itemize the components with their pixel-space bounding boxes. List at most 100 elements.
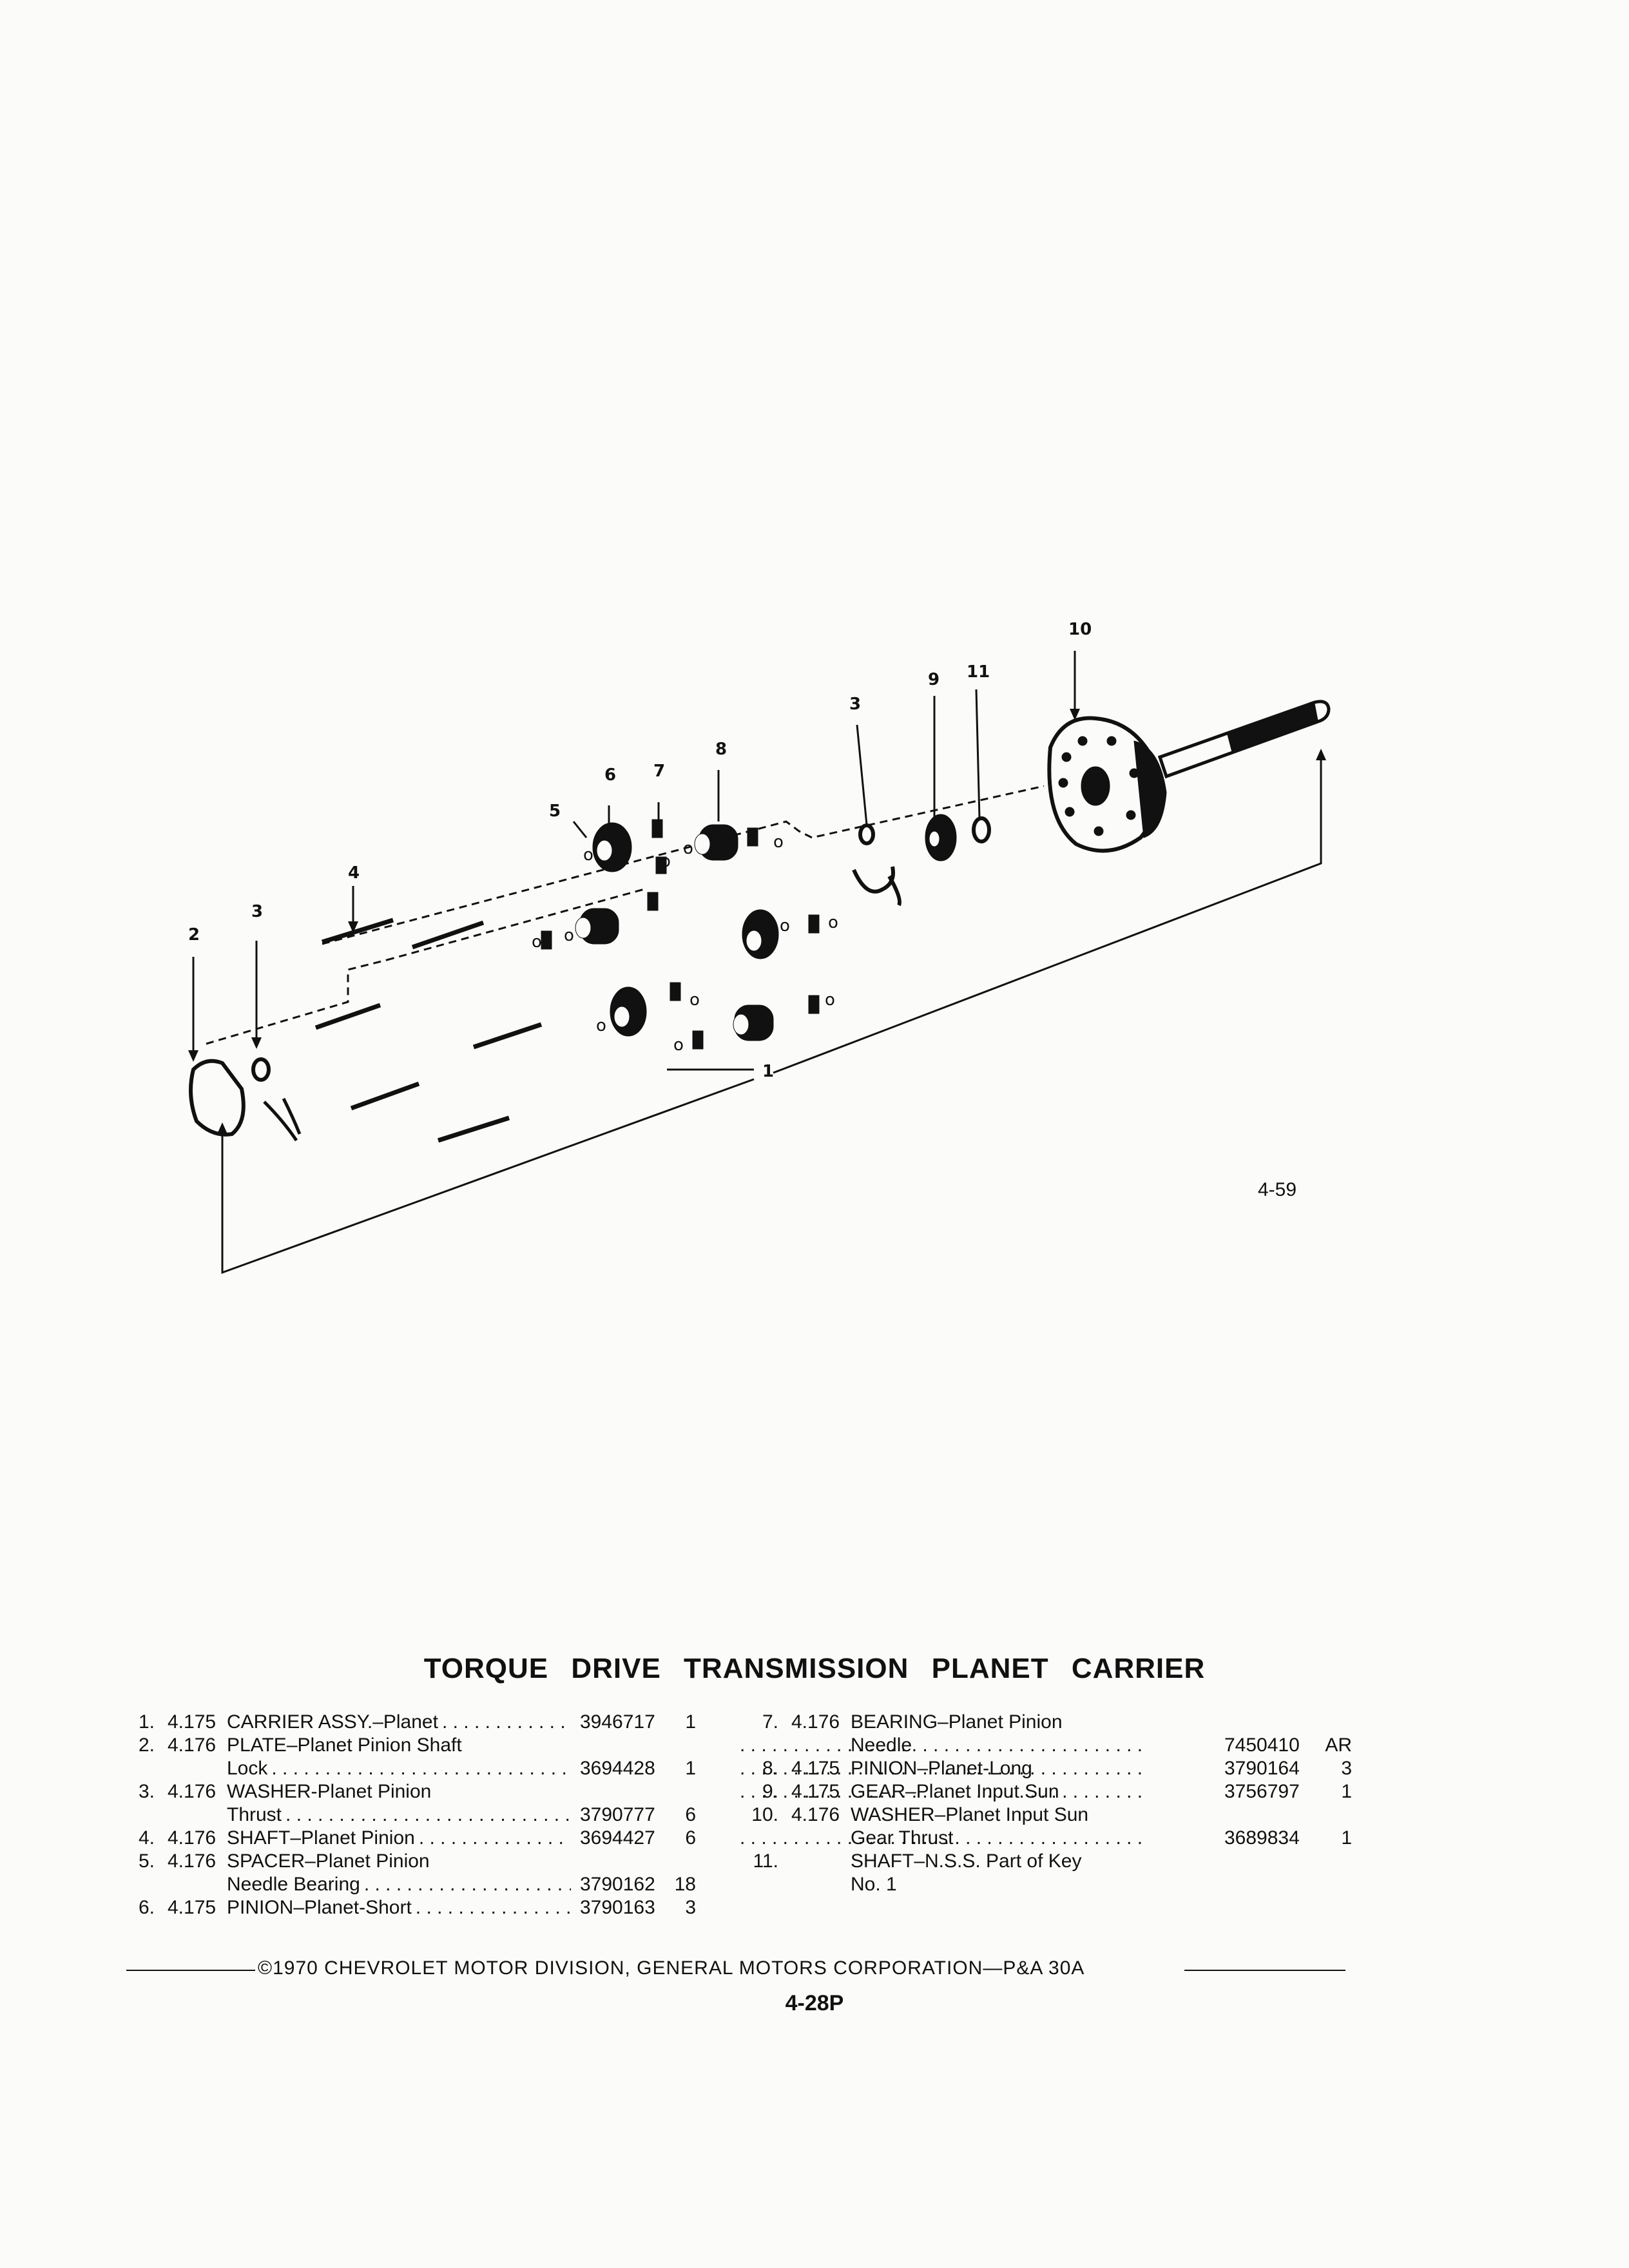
dot-leader: . . . . . . . . . . . . . . . . . . . . … — [441, 1711, 571, 1733]
dot-leader: . . . . . . . . . . . . . . . . . . . . … — [740, 1735, 1143, 1756]
dot-leader: . . . . . . . . . . . . . . . . . . . . … — [740, 1827, 1143, 1849]
part-number: 3790777 — [580, 1804, 655, 1825]
planet-input-sun-gear — [925, 814, 957, 861]
part-description: PINION–Planet-Long — [851, 1758, 1032, 1779]
part-description: Needle — [851, 1735, 912, 1756]
svg-text:o: o — [780, 916, 790, 936]
part-description: CARRIER ASSY.–Planet — [227, 1711, 438, 1733]
callout-10: 11 — [967, 662, 990, 682]
dot-leader: . . . . . . . . . . . . . . . . . . . . … — [363, 1874, 571, 1895]
quantity: 1 — [685, 1711, 696, 1733]
copyright-notice: ©1970 CHEVROLET MOTOR DIVISION, GENERAL … — [258, 1957, 1085, 1979]
planet-carrier-hub — [1047, 716, 1167, 853]
callout-1: 1 — [762, 1062, 775, 1081]
group-number: 4.176 — [168, 1827, 217, 1849]
part-number: 3694427 — [580, 1827, 655, 1849]
item-number: 1. — [138, 1711, 155, 1733]
group-number: 4.175 — [791, 1781, 840, 1802]
part-number: 3694428 — [580, 1758, 655, 1779]
part-description: PINION–Planet-Short — [227, 1897, 412, 1918]
part-description: SPACER–Planet Pinion — [227, 1850, 430, 1872]
footer-rule-right — [1184, 1970, 1345, 1971]
long-pinion-lower — [733, 1004, 774, 1041]
svg-text:o: o — [532, 932, 542, 952]
quantity: 6 — [685, 1827, 696, 1849]
part-number: 3756797 — [1224, 1781, 1300, 1802]
part-description: SHAFT–Planet Pinion — [227, 1827, 415, 1849]
footer-rule-left — [126, 1970, 255, 1971]
item-number: 8. — [762, 1758, 778, 1779]
part-number: 3790163 — [580, 1897, 655, 1918]
svg-text:o: o — [596, 1016, 606, 1035]
item-number: 9. — [762, 1781, 778, 1802]
item-number: 5. — [138, 1850, 155, 1872]
short-pinion-lower — [610, 986, 647, 1037]
svg-text:o: o — [683, 839, 693, 858]
part-number: 3689834 — [1224, 1827, 1300, 1849]
quantity: 6 — [685, 1804, 696, 1825]
input-sun-thrust-washer — [972, 816, 991, 843]
callout-3-right: 3 — [849, 695, 862, 714]
axis-line-lower — [206, 959, 387, 1045]
callout-6: 6 — [604, 765, 617, 785]
svg-text:o: o — [773, 832, 784, 852]
group-number: 4.176 — [791, 1711, 840, 1733]
svg-text:o: o — [689, 990, 700, 1010]
long-pinion-upper — [694, 824, 738, 861]
item-number: 7. — [762, 1711, 778, 1733]
part-number: 7450410 — [1224, 1735, 1300, 1756]
quantity: 1 — [1341, 1781, 1352, 1802]
group-number: 4.176 — [168, 1735, 217, 1756]
dot-leader: . . . . . . . . . . . . . . . . . . . . … — [285, 1804, 571, 1825]
part-description: WASHER–Planet Input Sun — [851, 1804, 1089, 1825]
part-description: GEAR–Planet Input Sun — [851, 1781, 1059, 1802]
quantity: 1 — [685, 1758, 696, 1779]
svg-text:o: o — [673, 1035, 684, 1055]
group-number: 4.176 — [168, 1850, 217, 1872]
group-number: 4.175 — [791, 1758, 840, 1779]
dot-leader: . . . . . . . . . . . . . . . . . . . . … — [740, 1758, 1143, 1779]
axis-line-upper — [322, 785, 1045, 945]
item-number: 11. — [753, 1850, 778, 1872]
callout-5: 5 — [549, 802, 561, 821]
svg-text:o: o — [660, 852, 671, 871]
callout-7: 7 — [653, 762, 666, 781]
group-number: 4.176 — [168, 1781, 217, 1802]
quantity: AR — [1325, 1735, 1352, 1756]
needle-bearings — [541, 819, 820, 1050]
short-pinion-upper — [592, 822, 632, 872]
callout-1-bracket — [221, 760, 1322, 1274]
callout-9: 9 — [928, 670, 940, 689]
quantity: 3 — [685, 1897, 696, 1918]
pinion-shaft-lock-plate — [189, 1059, 246, 1137]
part-number: 3790162 — [580, 1874, 655, 1895]
svg-text:o: o — [564, 926, 574, 945]
svg-text:o: o — [825, 990, 835, 1010]
long-pinion-mid — [575, 908, 619, 945]
leader-lines — [192, 651, 1076, 1050]
arrow-heads[interactable] — [188, 709, 1326, 1134]
part-description: SHAFT–N.S.S. Part of Key — [851, 1850, 1082, 1872]
thrust-washer-3-left — [251, 1057, 271, 1082]
quantity: 3 — [1341, 1758, 1352, 1779]
thrust-washer-3-right — [858, 823, 875, 845]
callout-8: 8 — [715, 740, 728, 759]
group-number: 4.175 — [168, 1897, 217, 1918]
callout-4: 4 — [348, 863, 360, 883]
part-description: Lock — [227, 1758, 268, 1779]
parts-row: Needle 7450410 AR . . . . . . . . . . . . … — [740, 1734, 1352, 1757]
svg-text:o: o — [828, 913, 838, 932]
page-number: 4-28P — [785, 1991, 844, 2015]
callout-3-left: 3 — [251, 902, 264, 921]
item-number: 4. — [138, 1827, 155, 1849]
input-shaft — [1157, 700, 1331, 779]
callout-11: 10 — [1068, 620, 1092, 639]
